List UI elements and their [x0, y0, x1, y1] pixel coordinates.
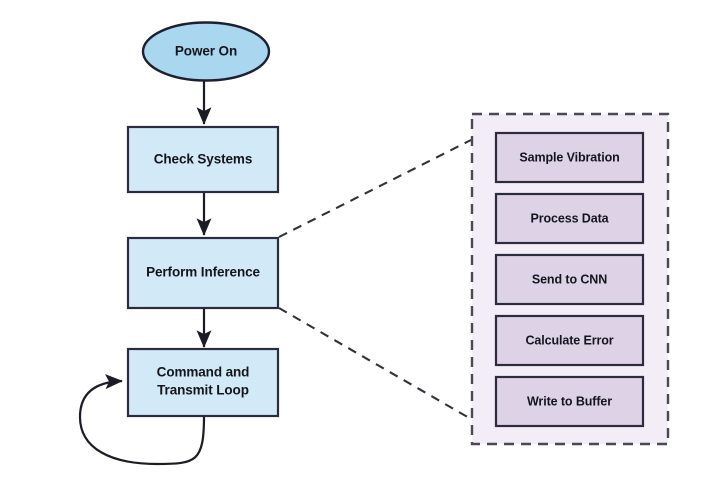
step-process-data[interactable] — [494, 192, 645, 245]
step-write-to-buffer-label: Write to Buffer — [527, 394, 612, 408]
step-calculate-error-label: Calculate Error — [525, 333, 613, 347]
step-send-to-cnn[interactable] — [494, 253, 645, 306]
node-command-transmit-loop-label-line2: Transmit Loop — [157, 383, 249, 398]
node-perform-inference-label: Perform Inference — [146, 265, 260, 280]
node-check-systems-label: Check Systems — [154, 152, 253, 167]
node-power-on-label: Power On — [175, 44, 237, 59]
callout-upper-dashed-line — [278, 139, 472, 238]
callout-lower-dashed-line — [278, 307, 472, 420]
step-calculate-error[interactable] — [494, 314, 645, 367]
step-sample-vibration[interactable] — [494, 131, 645, 184]
node-command-transmit-loop-label-line1: Command and — [157, 365, 250, 380]
step-sample-vibration-label: Sample Vibration — [519, 150, 619, 164]
step-write-to-buffer[interactable] — [494, 375, 645, 428]
step-process-data-label: Process Data — [530, 211, 609, 225]
node-power-on[interactable] — [141, 21, 271, 82]
node-perform-inference[interactable] — [126, 236, 280, 310]
node-command-transmit-loop[interactable] — [126, 347, 280, 418]
edge-self-loop — [78, 374, 206, 466]
node-check-systems[interactable] — [126, 125, 280, 194]
step-send-to-cnn-label: Send to CNN — [532, 272, 607, 286]
